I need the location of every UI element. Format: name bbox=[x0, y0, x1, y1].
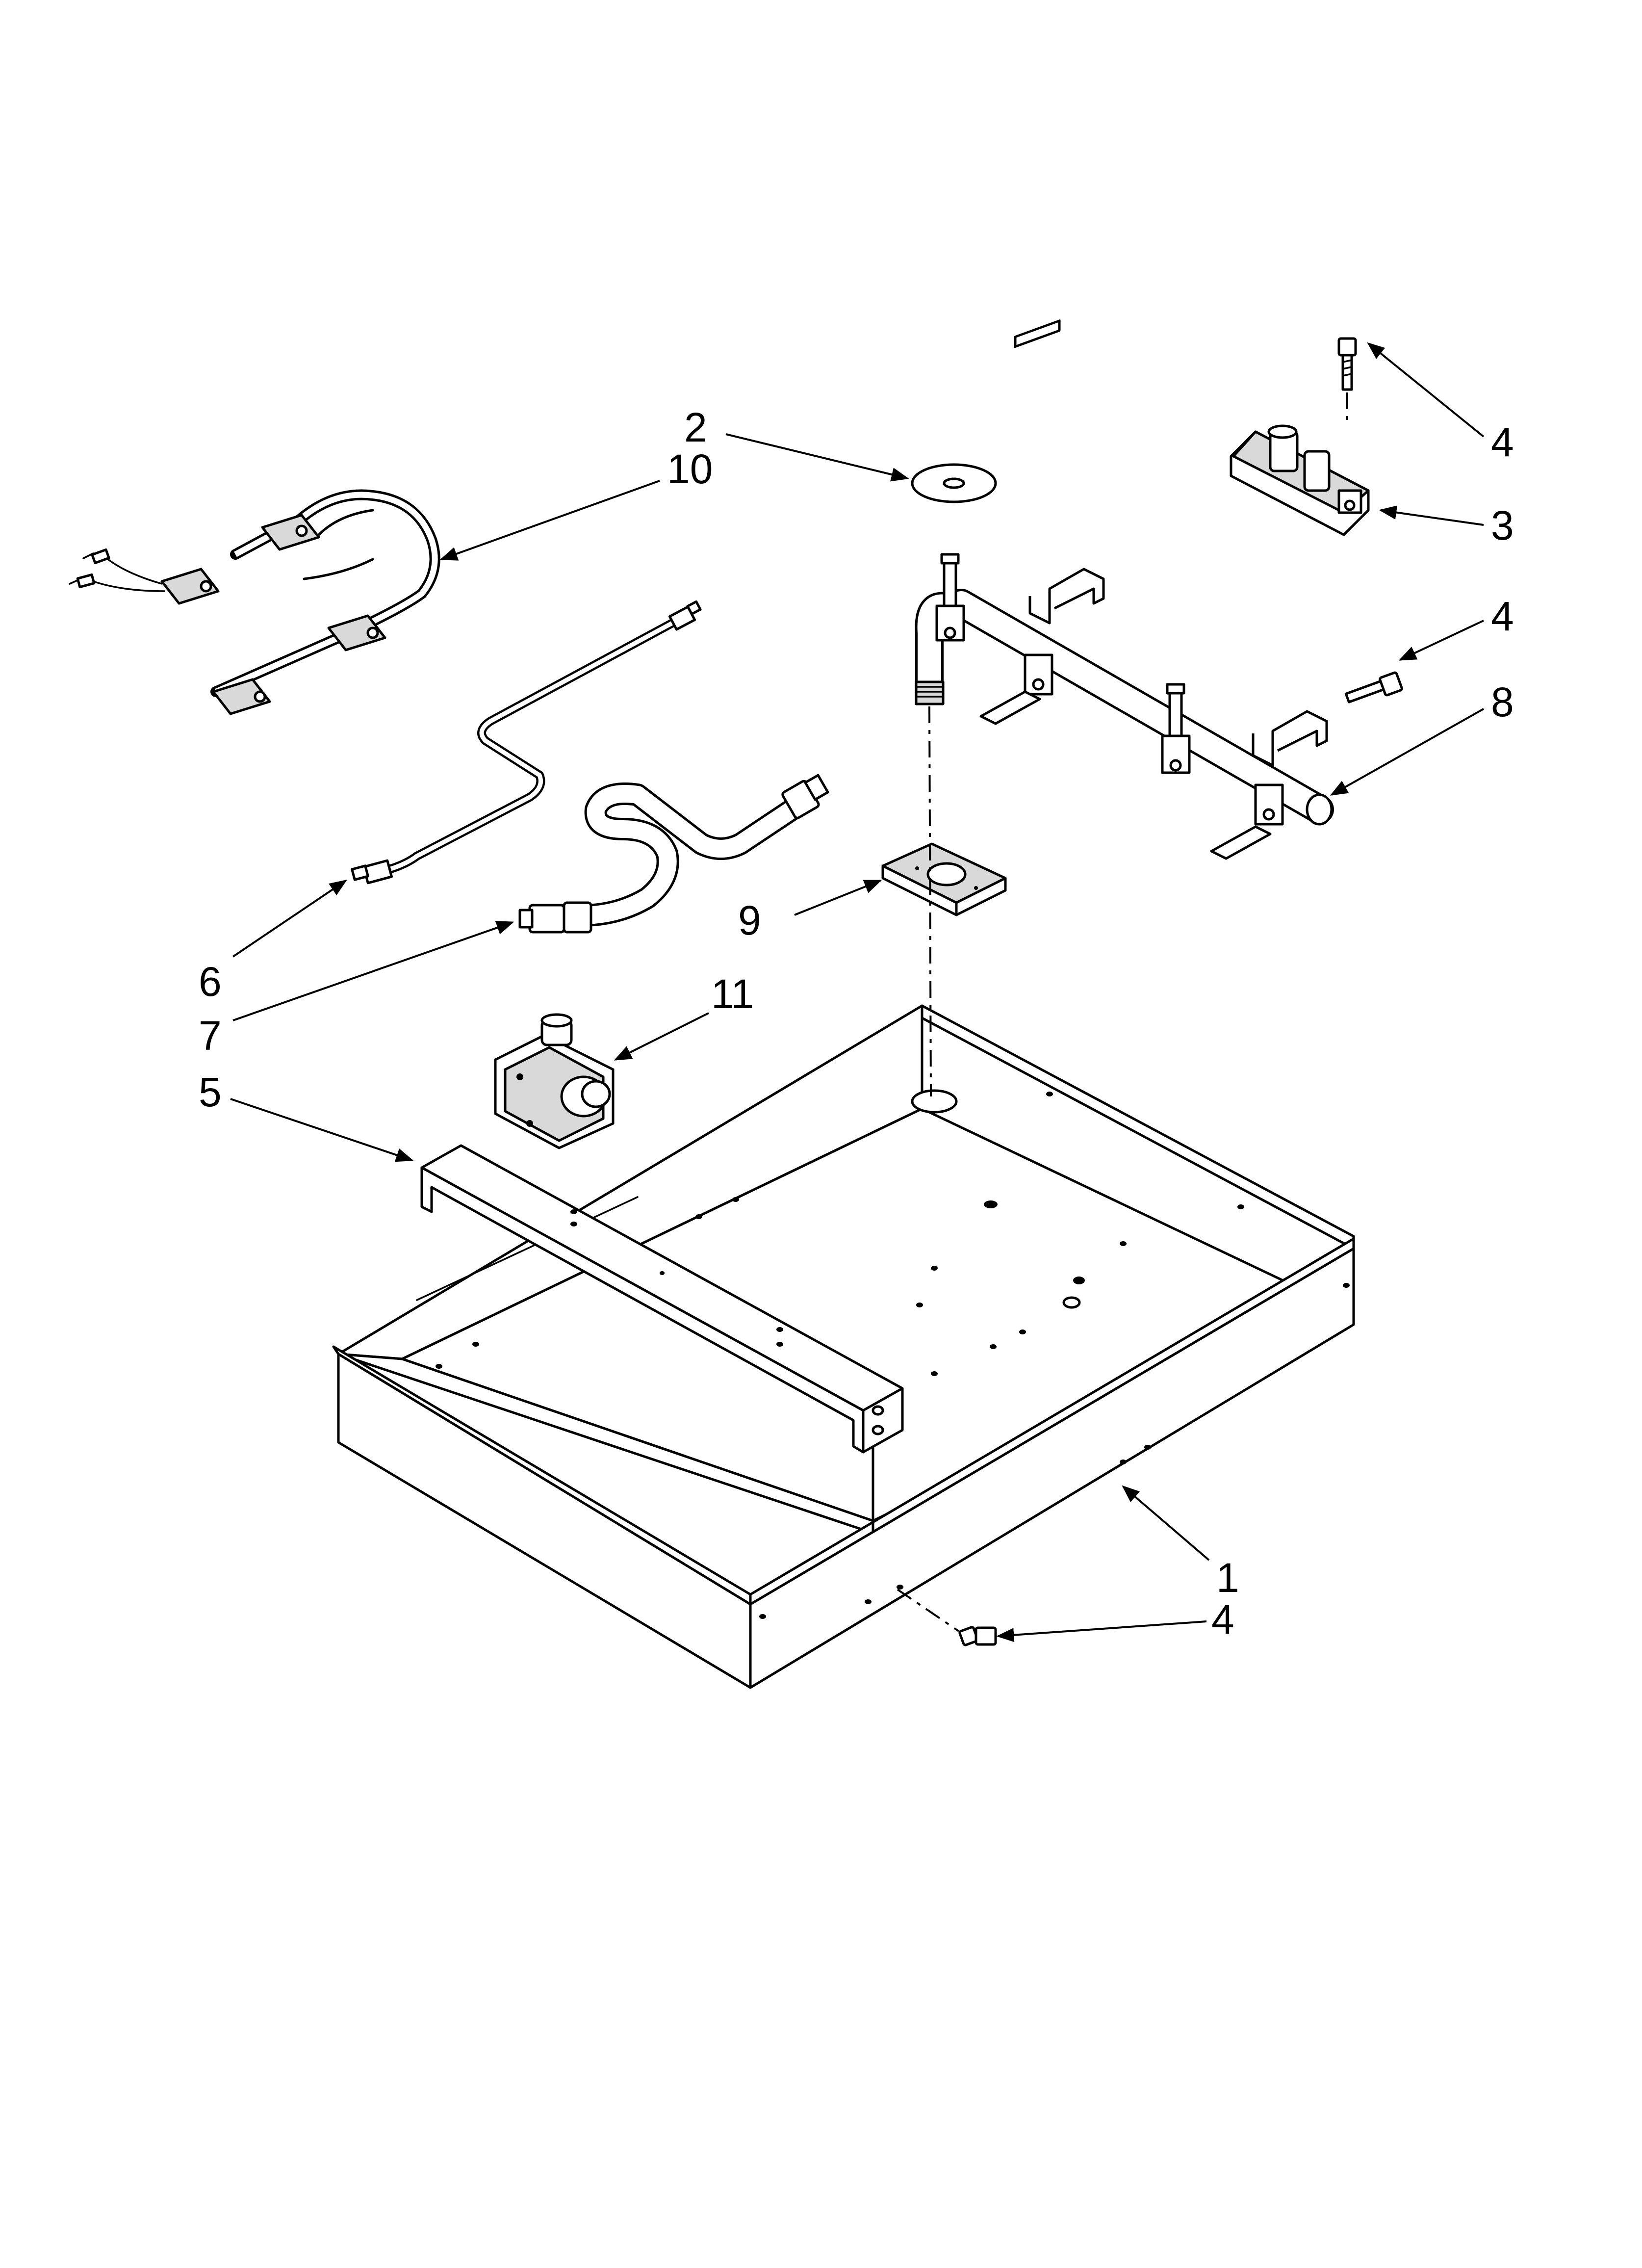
burner-box-part-1 bbox=[332, 1004, 1355, 1689]
screw-part-4-middle bbox=[1344, 671, 1403, 704]
regulator-part-11 bbox=[494, 1013, 615, 1149]
callout-9: 9 bbox=[738, 897, 761, 943]
callout-labels: 2 10 4 3 4 8 9 6 7 11 5 1 4 bbox=[199, 404, 1514, 1642]
callout-8: 8 bbox=[1491, 679, 1514, 725]
callout-4: 4 bbox=[1211, 1596, 1234, 1642]
manifold-part-8 bbox=[915, 319, 1334, 860]
screw-part-4-bottom bbox=[897, 1589, 997, 1646]
callout-3: 3 bbox=[1491, 502, 1514, 548]
callout-4: 4 bbox=[1491, 419, 1514, 465]
spark-module-part-3 bbox=[1230, 424, 1370, 536]
callout-11: 11 bbox=[711, 971, 754, 1017]
callout-10: 10 bbox=[667, 446, 713, 492]
callout-2: 2 bbox=[684, 404, 707, 450]
callout-7: 7 bbox=[199, 1013, 222, 1059]
tube-part-6 bbox=[351, 600, 702, 885]
callout-1: 1 bbox=[1216, 1555, 1239, 1601]
leader-lines bbox=[230, 342, 1485, 1642]
bracket-part-5 bbox=[420, 1144, 904, 1454]
alignment-centerline bbox=[928, 706, 932, 1097]
tube-part-7 bbox=[518, 774, 829, 934]
washer-part-2 bbox=[911, 463, 997, 503]
callout-5: 5 bbox=[199, 1069, 222, 1115]
callout-6: 6 bbox=[199, 959, 222, 1005]
harness-part-10 bbox=[69, 489, 440, 715]
callout-4: 4 bbox=[1491, 593, 1514, 639]
gasket-part-9 bbox=[881, 842, 1007, 916]
valve bbox=[1161, 683, 1191, 774]
screw-part-4-top bbox=[1337, 337, 1357, 427]
